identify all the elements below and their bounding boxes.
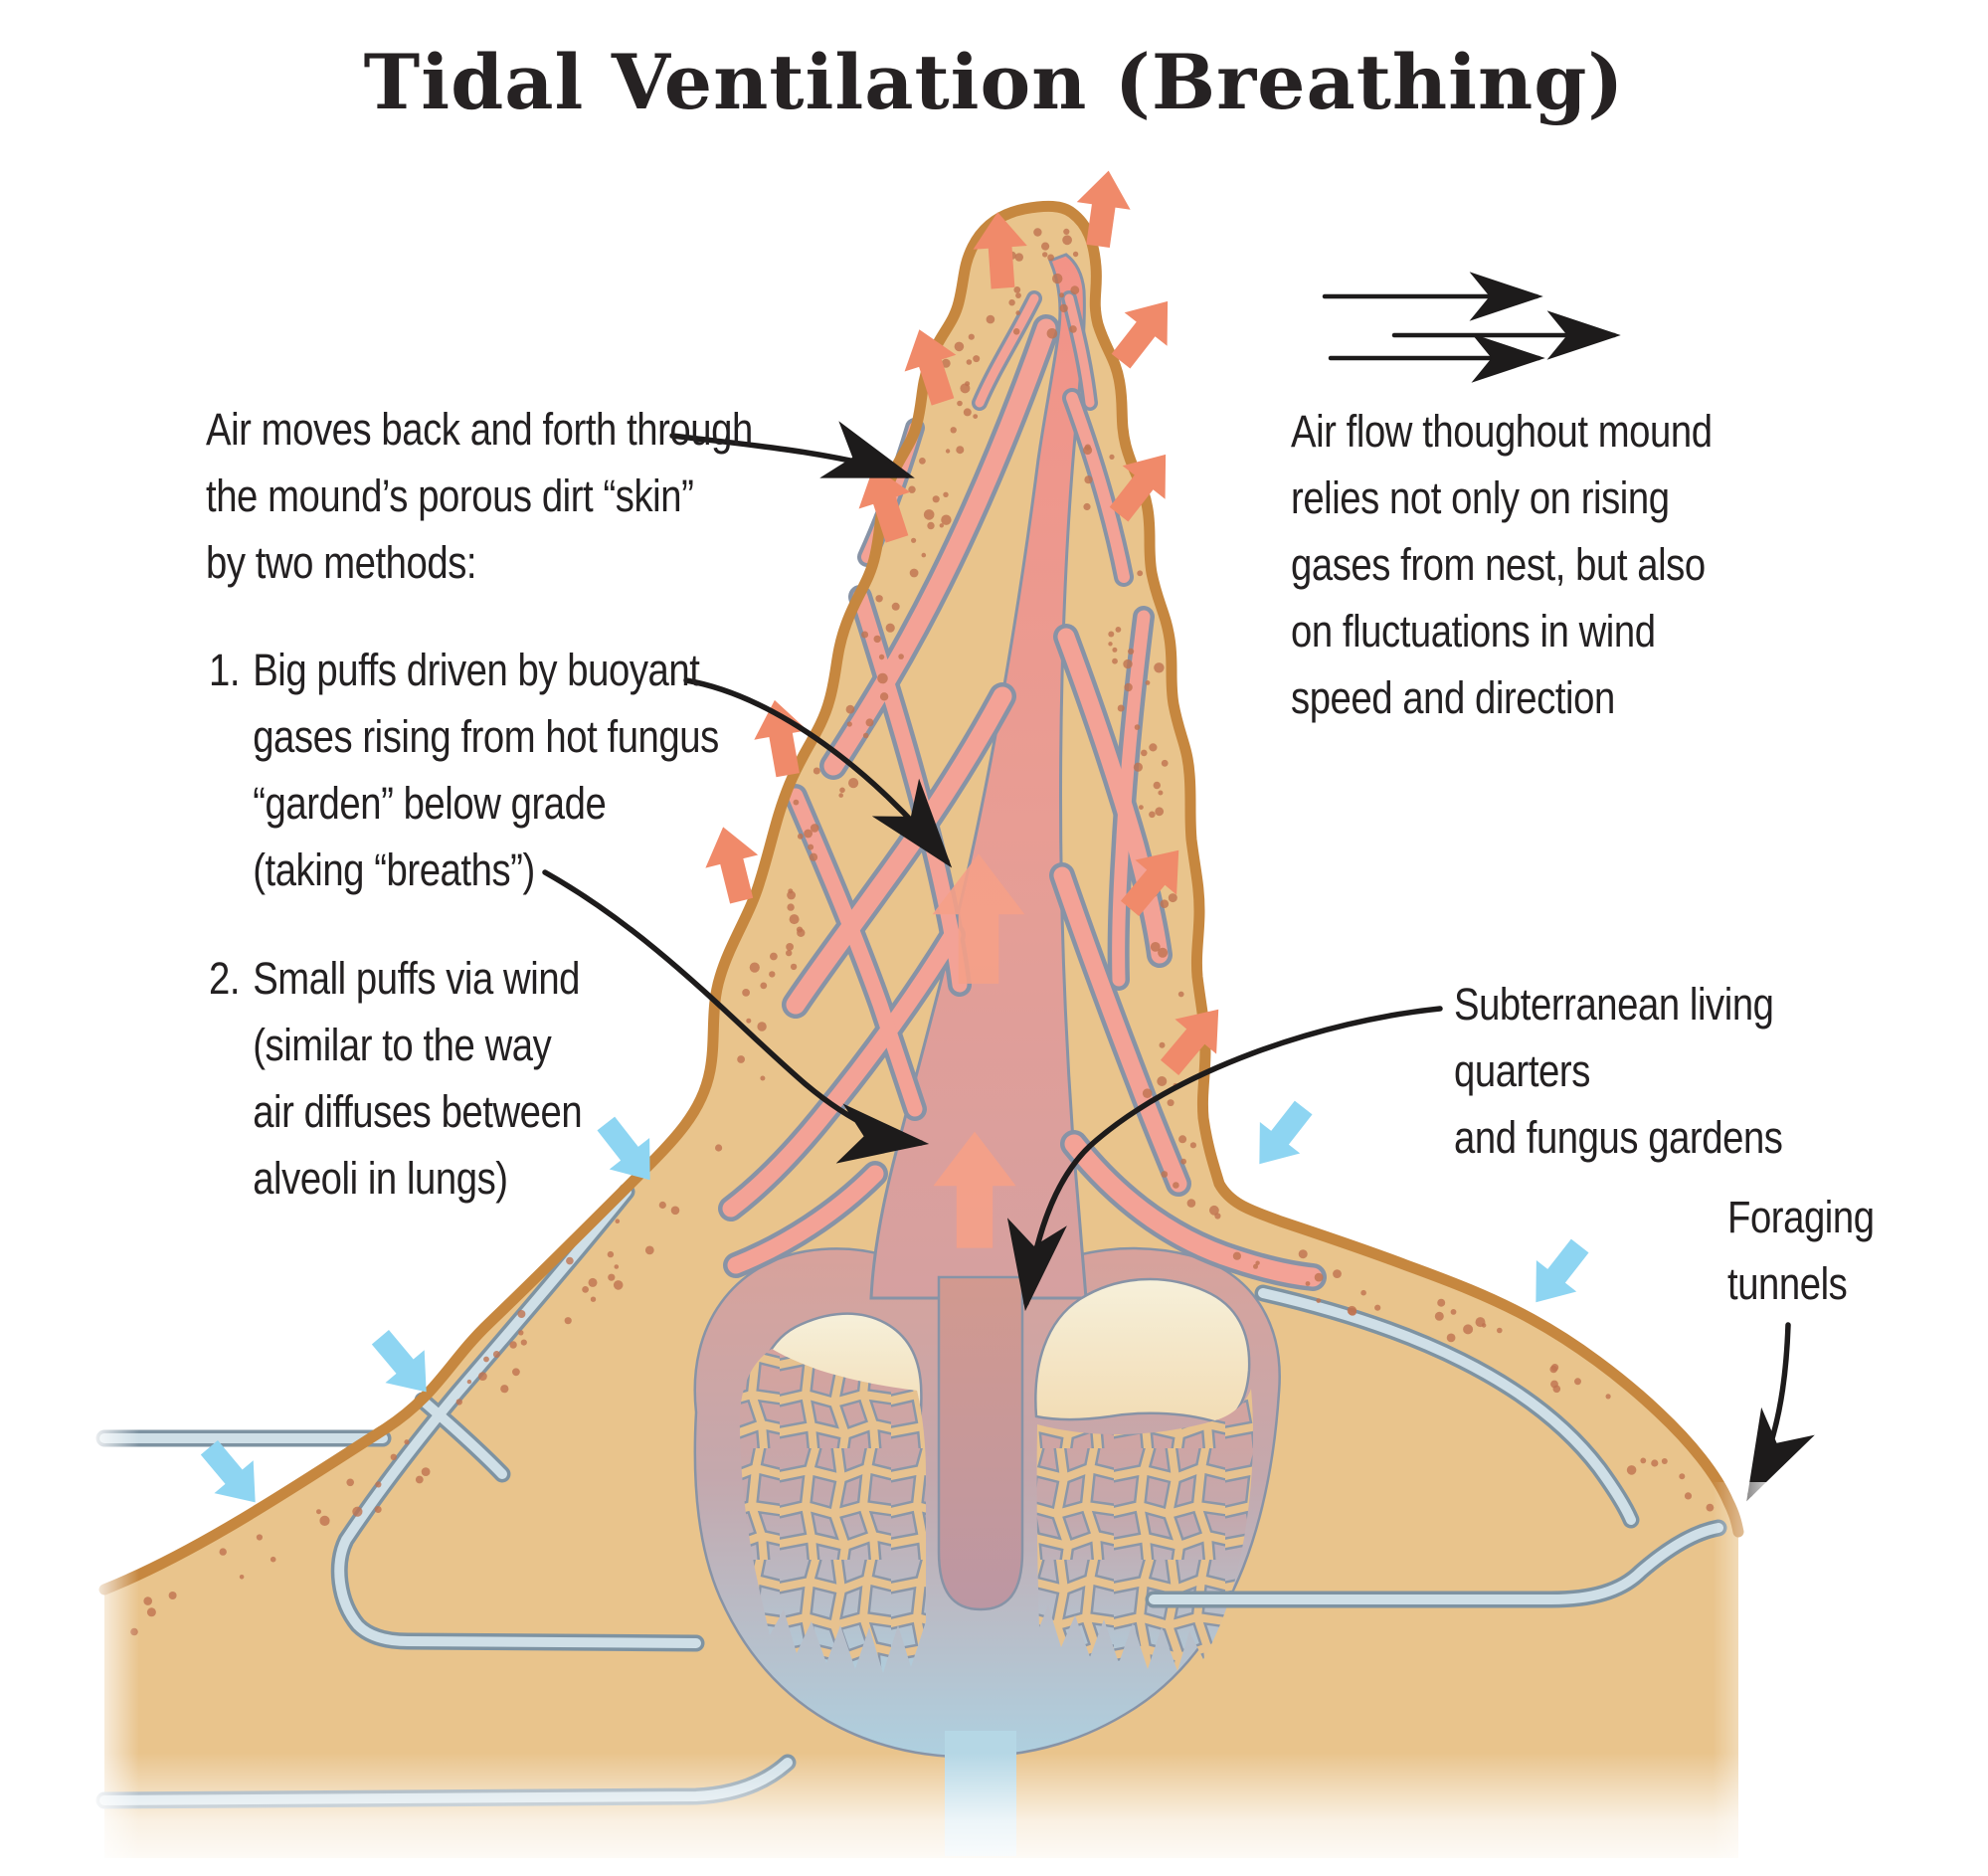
leader-lines: [542, 421, 1815, 1502]
method-1-note: 1. Big puffs driven by buoyant gases ris…: [209, 637, 719, 903]
chimney-base-column: [937, 1275, 1024, 1611]
diagram-title: Tidal Ventilation (Breathing): [363, 38, 1625, 126]
fungus-garden-maze-left: [739, 1349, 926, 1673]
leader-skin-note: [669, 421, 915, 478]
wind-arrows: [1322, 272, 1621, 383]
fungus-garden-maze-right: [1036, 1389, 1253, 1671]
bottom-fade: [0, 1753, 1988, 1876]
foraging-note: Foraging tunnels: [1727, 1192, 1875, 1309]
mound-body: [104, 206, 1738, 1859]
wind-note: Air flow thoughout mound relies not only…: [1291, 406, 1713, 723]
leader-foraging-note: [1746, 1322, 1815, 1502]
right-fade: [1713, 1482, 1782, 1876]
leader-method-2: [542, 869, 930, 1164]
method-2-text: Small puffs via wind (similar to the way…: [253, 953, 583, 1204]
nest-note: Subterranean living quarters and fungus …: [1454, 979, 1783, 1163]
method-2-number: 2.: [209, 953, 241, 1004]
method-2-note: 2. Small puffs via wind (similar to the …: [209, 945, 583, 1212]
inhale-arrow: [1516, 1229, 1600, 1319]
method-1-number: 1.: [209, 645, 241, 695]
leader-nest-note: [1006, 1006, 1443, 1312]
skin-note: Air moves back and forth through the mou…: [206, 404, 753, 588]
leader-method-1: [683, 677, 953, 868]
method-1-text: Big puffs driven by buoyant gases rising…: [253, 645, 719, 895]
living-quarters-right: [1034, 1277, 1251, 1426]
porous-skin-dots: [130, 228, 1715, 1636]
inhale-arrow: [1239, 1091, 1324, 1181]
left-fade: [88, 1373, 139, 1876]
